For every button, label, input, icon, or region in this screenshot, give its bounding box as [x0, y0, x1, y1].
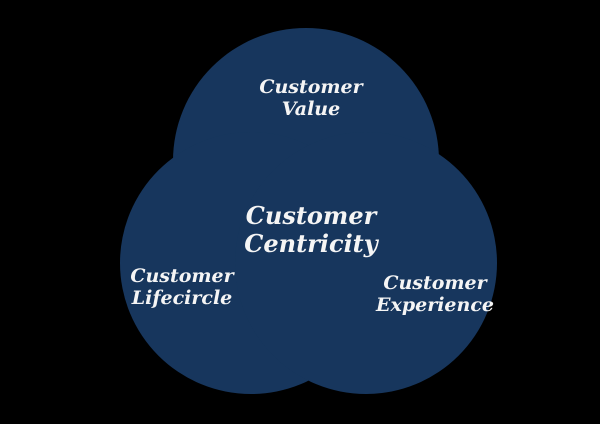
- label-line: Lifecircle: [131, 287, 233, 309]
- label-line: Customer: [245, 201, 377, 230]
- label-line: Customer: [130, 265, 234, 287]
- label-line: Experience: [376, 294, 494, 316]
- label-line: Value: [281, 98, 341, 120]
- label-line: Centricity: [244, 229, 378, 258]
- label-line: Customer: [259, 76, 363, 98]
- label-customer-value: Customer Value: [259, 76, 362, 120]
- circle-customer-experience: [235, 132, 497, 394]
- label-customer-lifecircle: Customer Lifecircle: [130, 265, 233, 309]
- label-customer-centricity: Customer Centricity: [244, 202, 377, 258]
- label-customer-experience: Customer Experience: [376, 272, 494, 316]
- label-line: Customer: [383, 272, 487, 294]
